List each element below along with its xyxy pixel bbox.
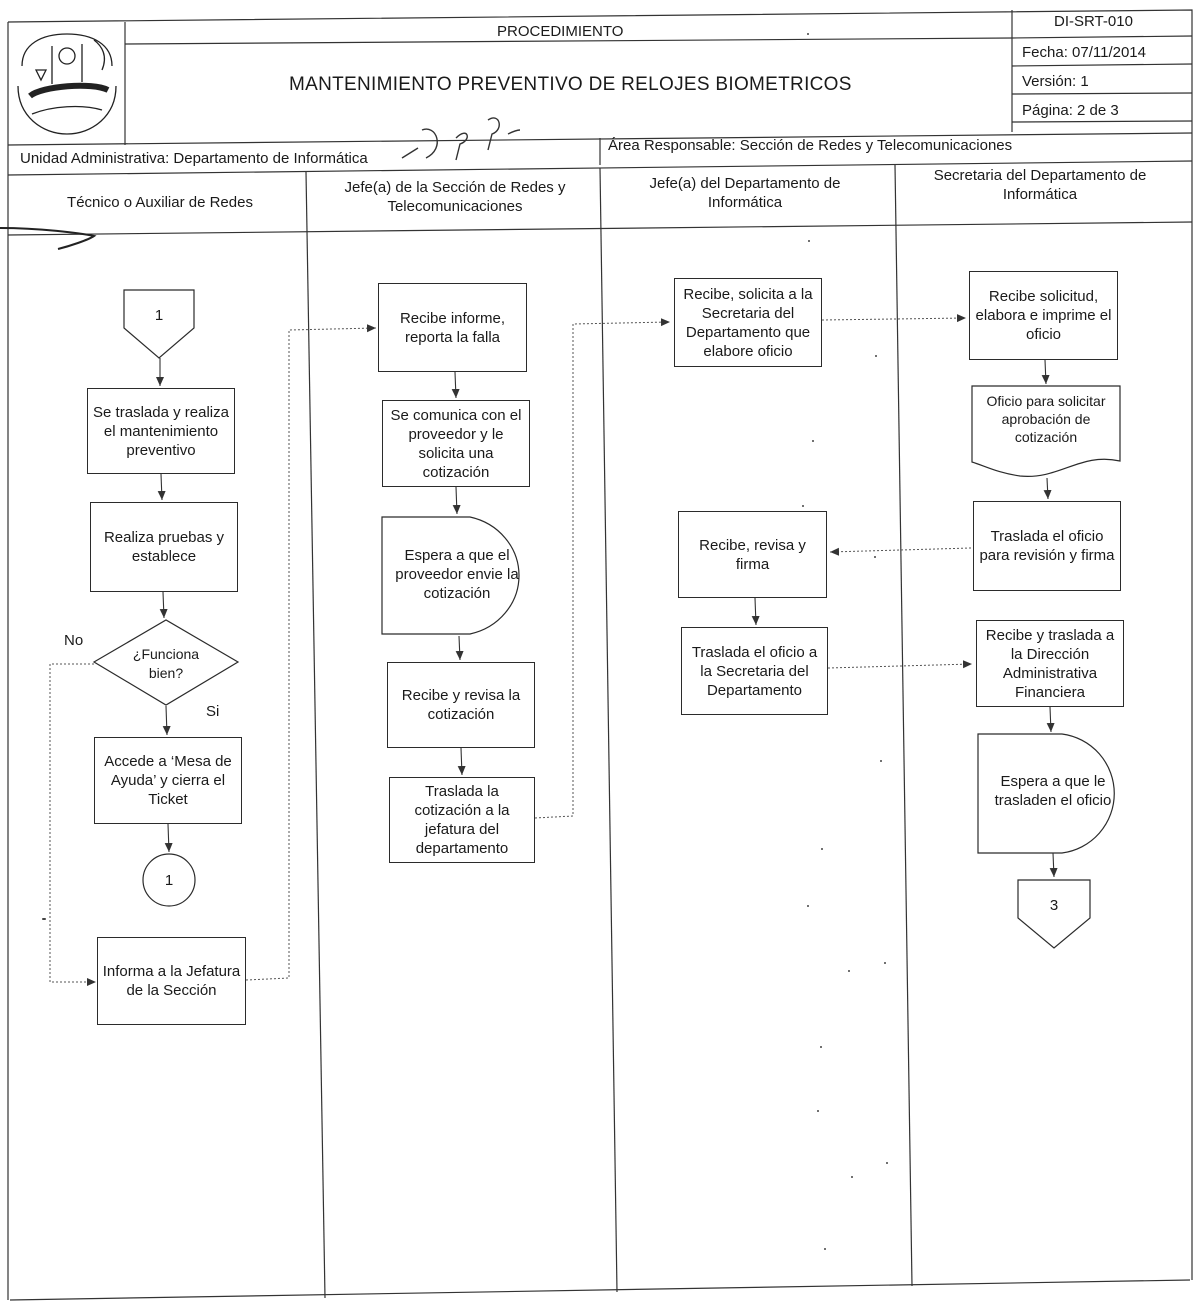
doc-code: DI-SRT-010: [1054, 13, 1133, 30]
admin-unit: Unidad Administrativa: Departamento de I…: [20, 150, 368, 167]
procedure-title: MANTENIMIENTO PREVENTIVO DE RELOJES BIOM…: [289, 74, 852, 95]
doc-date: Fecha: 07/11/2014: [1022, 44, 1146, 61]
connector-end-label: 1: [164, 871, 174, 889]
procedure-label: PROCEDIMIENTO: [497, 23, 624, 40]
offpage-connector-next: [1017, 879, 1091, 949]
decision-label-no: No: [64, 632, 84, 649]
step-traslada-cotizacion: Traslada la cotización a la jefatura del…: [389, 777, 535, 863]
responsible-area: Área Responsable: Sección de Redes y Tel…: [608, 137, 1013, 154]
step-espera-proveedor: Espera a que el proveedor envie la cotiz…: [395, 546, 519, 602]
step-recibe-elabora-oficio: Recibe solicitud, elabora e imprime el o…: [969, 271, 1118, 360]
connector-next-label: 3: [1049, 896, 1059, 914]
offpage-connector-start: [123, 289, 195, 359]
decision-diamond: [92, 619, 240, 706]
lane-header-jefe-departamento: Jefe(a) del Departamento de Informática: [649, 175, 841, 211]
handwritten-initials: [401, 117, 521, 161]
step-informa-jefatura: Informa a la Jefatura de la Sección: [97, 937, 246, 1025]
step-recibe-informe: Recibe informe, reporta la falla: [378, 283, 527, 372]
outer-border-bottom: [9, 1279, 1191, 1301]
lane-header-secretaria: Secretaria del Departamento de Informáti…: [933, 167, 1147, 203]
doc-version: Versión: 1: [1022, 73, 1089, 90]
connector-start-label: 1: [154, 306, 164, 324]
step-comunica-proveedor: Se comunica con el proveedor y le solici…: [382, 400, 530, 487]
onpage-connector-end: [142, 853, 196, 907]
outer-border-top-right: [7, 9, 1193, 1280]
doc-page: Página: 2 de 3: [1022, 102, 1119, 119]
step-traslada-revision: Traslada el oficio para revisión y firma: [973, 501, 1121, 591]
step-recibe-revisa-firma: Recibe, revisa y firma: [678, 511, 827, 598]
delay-shape-provider: [381, 516, 520, 635]
decision-funciona: ¿Funciona bien?: [132, 646, 200, 681]
step-espera-oficio: Espera a que le trasladen el oficio: [994, 773, 1112, 809]
step-mesa-de-ayuda: Accede a ‘Mesa de Ayuda’ y cierra el Tic…: [94, 737, 242, 824]
lane-divider-3: [894, 164, 913, 1287]
step-revisa-cotizacion: Recibe y revisa la cotización: [387, 662, 535, 748]
lane-divider-1: [305, 171, 326, 1299]
step-recibe-solicita: Recibe, solicita a la Secretaria del Dep…: [674, 278, 822, 367]
step-traslada-mantenimiento: Se traslada y realiza el mantenimiento p…: [87, 388, 235, 474]
lane-header-tecnico: Técnico o Auxiliar de Redes: [67, 193, 253, 211]
institution-logo: [17, 33, 117, 135]
step-realiza-pruebas: Realiza pruebas y establece: [90, 502, 238, 592]
document-shape-oficio: [971, 385, 1121, 477]
document-oficio-aprobacion: Oficio para solicitar aprobación de coti…: [986, 393, 1106, 445]
lane-divider-2: [599, 167, 618, 1293]
lane-header-jefe-seccion: Jefe(a) de la Sección de Redes y Telecom…: [344, 179, 566, 215]
step-recibe-traslada-direccion: Recibe y traslada a la Dirección Adminis…: [976, 620, 1124, 707]
delay-shape-oficio: [977, 733, 1115, 854]
step-traslada-oficio-secretaria: Traslada el oficio a la Secretaria del D…: [681, 627, 828, 715]
decision-label-si: Si: [206, 703, 220, 720]
